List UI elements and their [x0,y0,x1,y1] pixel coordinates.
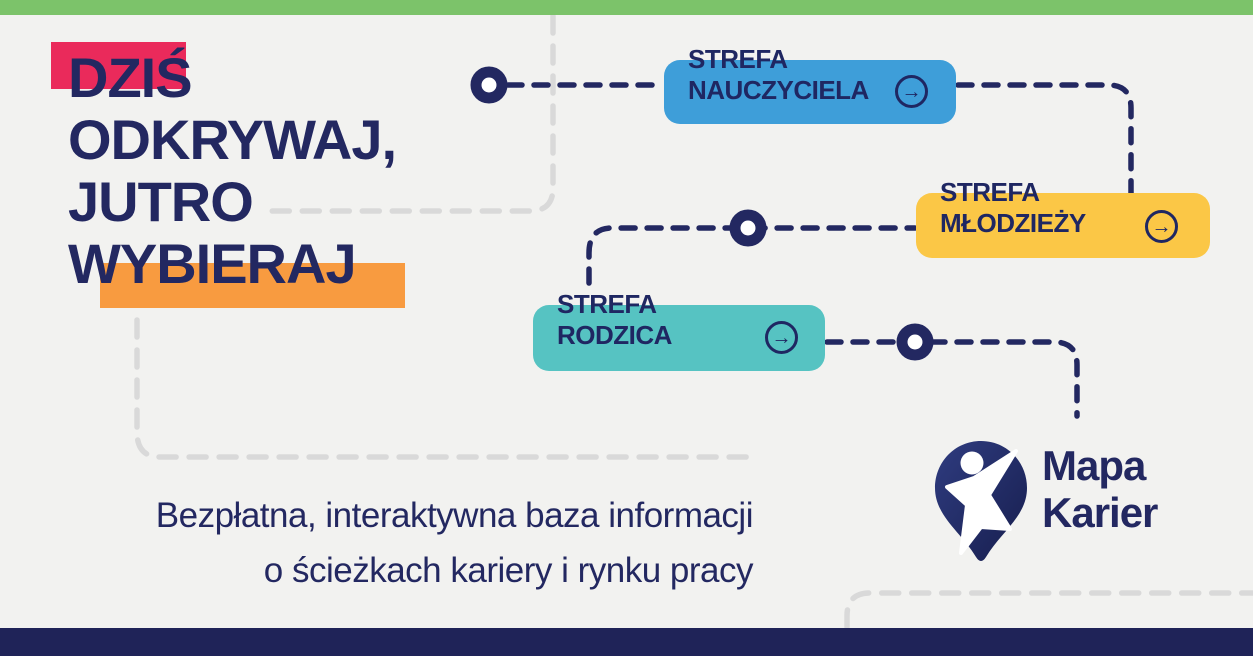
strefa-mlodziezy-label: STREFA MŁODZIEŻY [940,177,1086,239]
button-label-line-1: STREFA [940,177,1040,207]
page-title: DZIŚ ODKRYWAJ, JUTRO WYBIERAJ [68,46,397,295]
button-label-line-2: RODZICA [557,320,672,350]
mapa-karier-logo[interactable]: Mapa Karier [930,436,1198,570]
headline-highlight-red [51,42,186,89]
brand-name-line-1: Mapa [1042,442,1146,489]
arrow-right-circle-icon: → [1145,210,1178,243]
strefa-rodzica-label: STREFA RODZICA [557,289,672,351]
headline-line-1: DZIŚ [68,46,193,109]
button-label-line-1: STREFA [557,289,657,319]
route-line-gray-bottom-right [844,590,1253,630]
bottom-navy-bar [0,628,1253,656]
map-pin-person-icon [935,441,1027,561]
headline-line-2: ODKRYWAJ, [68,108,397,171]
button-label-line-2: MŁODZIEŻY [940,208,1086,238]
route-line-to-parent [586,225,918,286]
tagline: Bezpłatna, interaktywna baza informacji … [0,488,754,598]
strefa-nauczyciela-label: STREFA NAUCZYCIELA [688,44,869,106]
arrow-right-circle-icon: → [765,321,798,354]
headline-line-4: WYBIERAJ [68,232,357,295]
button-label-line-2: NAUCZYCIELA [688,75,869,105]
arrow-right-circle-icon: → [895,75,928,108]
route-node-1 [470,66,508,104]
headline-line-3: JUTRO [68,170,254,233]
route-line-parent-to-logo [824,339,1080,419]
strefa-rodzica-button[interactable]: STREFA RODZICA → [533,289,825,371]
tagline-line-2: o ścieżkach kariery i rynku pracy [263,551,754,590]
tagline-line-1: Bezpłatna, interaktywna baza informacji [155,496,754,535]
top-green-bar [0,0,1253,15]
route-node-2 [729,209,767,247]
brand-name-line-2: Karier [1042,489,1158,536]
strefa-mlodziezy-button[interactable]: STREFA MŁODZIEŻY → [916,177,1210,258]
headline-highlight-orange [100,263,405,308]
strefa-nauczyciela-button[interactable]: STREFA NAUCZYCIELA → [664,44,956,124]
route-node-3 [896,323,934,361]
button-label-line-1: STREFA [688,44,788,74]
brand-name: Mapa Karier [1042,442,1158,536]
